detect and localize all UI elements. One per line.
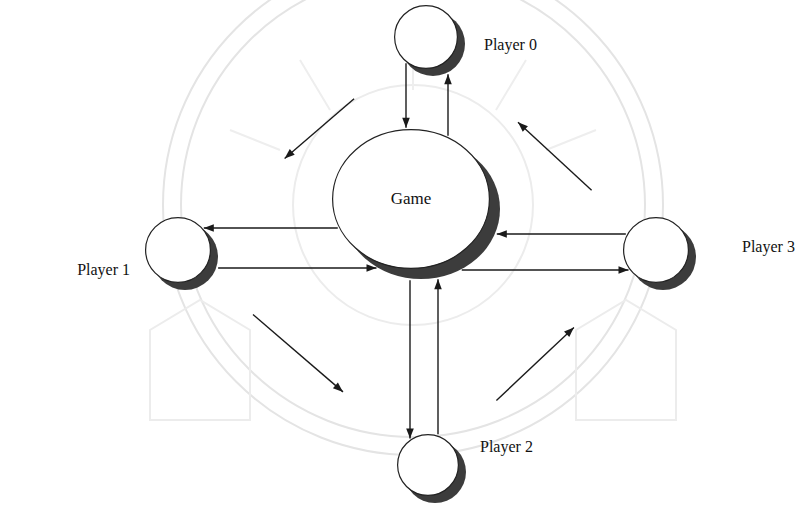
message-arrow — [434, 279, 442, 434]
arrowhead — [406, 429, 414, 439]
player-label: Player 3 — [742, 237, 795, 256]
player-circle — [146, 218, 211, 283]
node-text: Game — [332, 129, 490, 269]
connector-line — [497, 233, 626, 234]
connector-line — [518, 122, 592, 190]
turn-order-arrow — [285, 99, 354, 159]
turn-order-arrow — [253, 315, 343, 392]
player-label: Player 1 — [77, 260, 130, 279]
connector-line — [204, 227, 338, 228]
seal-watermark — [150, 0, 676, 455]
connector-line — [218, 267, 376, 268]
arrowhead — [402, 118, 410, 128]
player-node: Player 2 — [397, 434, 466, 503]
player-circle — [398, 435, 459, 496]
player-circle — [624, 218, 689, 283]
arrowhead — [518, 122, 528, 132]
connector-line — [253, 315, 343, 392]
seal-ring — [163, 0, 663, 455]
connector-line — [409, 280, 410, 438]
player-label: Player 0 — [484, 35, 537, 54]
player-node: Player 3 — [623, 217, 696, 290]
player-circle — [623, 217, 696, 290]
message-arrow — [497, 230, 626, 238]
player-label: Player 1 — [77, 260, 130, 279]
message-arrow — [204, 224, 338, 232]
player-label: Player 3 — [742, 237, 795, 256]
message-arrow — [218, 264, 376, 272]
connector-line — [496, 327, 574, 400]
arrowhead — [564, 327, 574, 337]
message-arrow — [462, 266, 629, 274]
player-node: Player 0 — [394, 5, 465, 76]
turn-order-arrow — [496, 327, 574, 400]
game-node: Game — [332, 129, 500, 279]
arrowhead — [619, 266, 629, 274]
player-circle — [395, 6, 458, 69]
connector-line — [462, 269, 629, 270]
arrowhead — [285, 149, 295, 158]
arrowhead — [204, 224, 214, 232]
message-arrow — [444, 74, 452, 136]
game-ellipse — [333, 130, 490, 269]
turn-order-arrow — [518, 122, 592, 190]
message-arrow — [402, 63, 410, 128]
arrowhead — [444, 74, 452, 84]
node-label: Game — [391, 189, 432, 209]
player-circle — [397, 434, 466, 503]
player-label: Player 0 — [484, 35, 537, 54]
arrowhead — [497, 230, 507, 238]
message-arrow — [406, 280, 414, 438]
player-label: Player 2 — [480, 437, 533, 456]
connector-line — [285, 99, 354, 159]
player-label: Player 2 — [480, 437, 533, 456]
player-circle — [145, 217, 218, 290]
arrowhead — [434, 279, 442, 289]
player-node: Player 1 — [145, 217, 218, 290]
player-circle — [394, 5, 465, 76]
seal-ornament — [150, 300, 676, 420]
connector-line — [437, 279, 438, 434]
arrowhead — [333, 382, 343, 391]
